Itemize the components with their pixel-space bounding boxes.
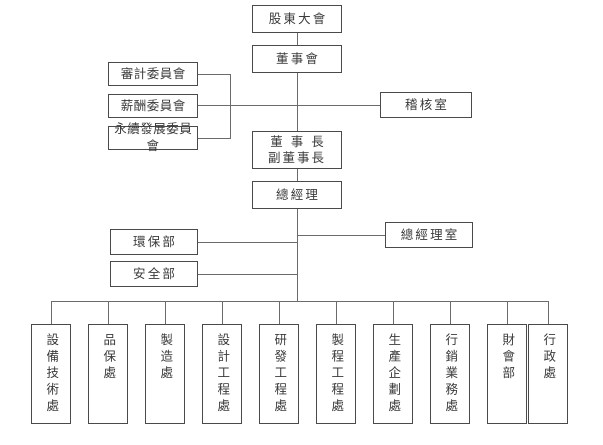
org-node-label: 薪酬委員會 bbox=[120, 97, 186, 113]
connector-drop-process-eng bbox=[336, 301, 337, 324]
connector-comp-cmte-link bbox=[198, 105, 231, 106]
org-node-rd-eng: 研發工程處 bbox=[259, 324, 299, 424]
org-node-comp-cmte: 薪酬委員會 bbox=[108, 94, 198, 118]
org-node-process-eng: 製程工程處 bbox=[316, 324, 356, 424]
org-node-label: 安全部 bbox=[133, 265, 178, 281]
org-node-label: 設備技術處 bbox=[44, 333, 60, 416]
org-node-label: 董事會 bbox=[276, 50, 321, 66]
org-node-label: 設計工程處 bbox=[215, 333, 231, 416]
connector-committee-bus bbox=[230, 74, 231, 138]
org-node-quality: 品保處 bbox=[88, 324, 128, 424]
connector-audit-office-link bbox=[218, 105, 381, 106]
connector-audit-cmte-link bbox=[198, 74, 231, 75]
org-node-label: 財會部 bbox=[500, 333, 516, 383]
connector-drop-admin bbox=[548, 301, 549, 324]
connector-drop-finance bbox=[507, 301, 508, 324]
org-node-label: 製造處 bbox=[158, 333, 174, 383]
connector-board-to-chairman bbox=[297, 73, 298, 131]
org-node-label: 環保部 bbox=[133, 233, 178, 249]
org-node-label: 總經理室 bbox=[400, 226, 460, 242]
connector-pres-office-link bbox=[297, 235, 386, 236]
org-node-label: 品保處 bbox=[101, 333, 117, 383]
org-node-label: 董 事 長 副董事長 bbox=[267, 134, 326, 165]
org-node-sales: 行銷業務處 bbox=[430, 324, 470, 424]
org-node-board: 董事會 bbox=[252, 45, 342, 73]
org-node-label: 總經理 bbox=[276, 186, 321, 202]
org-node-finance: 財會部 bbox=[487, 324, 527, 424]
org-node-president: 總經理 bbox=[252, 181, 342, 209]
org-node-label: 行銷業務處 bbox=[443, 333, 459, 416]
org-node-label: 審計委員會 bbox=[120, 65, 186, 81]
org-node-audit-cmte: 審計委員會 bbox=[108, 62, 198, 86]
org-node-manufacture: 製造處 bbox=[145, 324, 185, 424]
org-node-equip-tech: 設備技術處 bbox=[31, 324, 71, 424]
connector-drop-equip-tech bbox=[51, 301, 52, 324]
connector-drop-sales bbox=[450, 301, 451, 324]
org-node-design-eng: 設計工程處 bbox=[202, 324, 242, 424]
connector-esg-cmte-link bbox=[198, 138, 231, 139]
connector-drop-prod-plan bbox=[393, 301, 394, 324]
org-node-safety-dept: 安全部 bbox=[110, 261, 198, 287]
org-node-label: 永續發展委員會 bbox=[114, 121, 193, 153]
org-node-prod-plan: 生產企劃處 bbox=[373, 324, 413, 424]
org-node-label: 行政處 bbox=[541, 333, 557, 383]
connector-bottom-bus bbox=[51, 301, 548, 302]
connector-drop-rd-eng bbox=[279, 301, 280, 324]
org-node-esg-cmte: 永續發展委員會 bbox=[108, 121, 198, 153]
org-node-audit-office: 稽核室 bbox=[380, 92, 472, 118]
org-node-label: 製程工程處 bbox=[329, 333, 345, 416]
org-node-shareholders: 股東大會 bbox=[252, 5, 342, 33]
connector-drop-design-eng bbox=[222, 301, 223, 324]
connector-env-dept-link bbox=[198, 242, 298, 243]
org-node-admin: 行政處 bbox=[528, 324, 568, 424]
connector-shareholders-to-board bbox=[297, 33, 298, 45]
org-node-pres-office: 總經理室 bbox=[385, 222, 473, 248]
connector-safety-dept-link bbox=[198, 274, 298, 275]
org-node-label: 股東大會 bbox=[268, 10, 328, 26]
org-node-label: 稽核室 bbox=[405, 96, 450, 112]
org-node-env-dept: 環保部 bbox=[110, 229, 198, 255]
org-node-chairman: 董 事 長 副董事長 bbox=[252, 131, 342, 169]
org-node-label: 生產企劃處 bbox=[386, 333, 402, 416]
connector-drop-manufacture bbox=[165, 301, 166, 324]
org-node-label: 研發工程處 bbox=[272, 333, 288, 416]
connector-chairman-to-president bbox=[297, 169, 298, 182]
connector-drop-quality bbox=[108, 301, 109, 324]
connector-president-to-bus bbox=[297, 209, 298, 302]
